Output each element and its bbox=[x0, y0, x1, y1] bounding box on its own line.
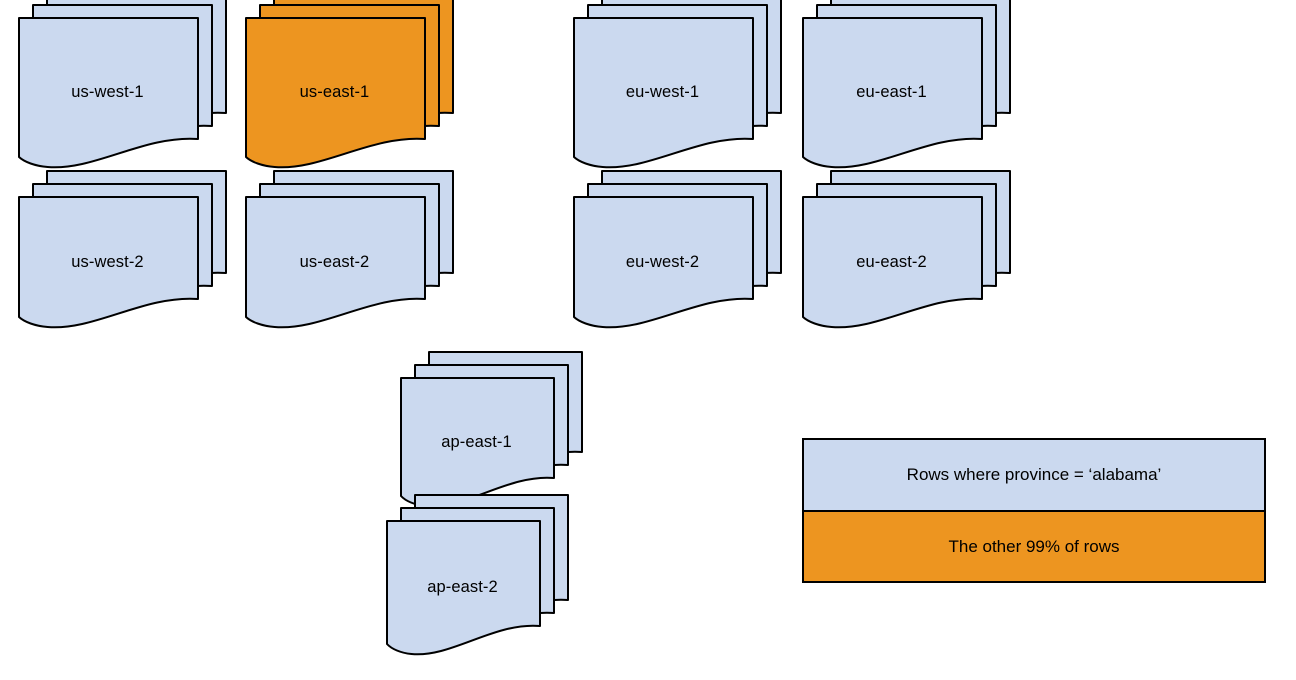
sheet-front bbox=[802, 196, 983, 329]
sheet-front bbox=[245, 196, 426, 329]
legend-row-alabama-rows: Rows where province = ‘alabama’ bbox=[804, 440, 1264, 512]
region-stack-us-west-2[interactable]: us-west-2 bbox=[17, 169, 227, 333]
sheet-front bbox=[802, 17, 983, 169]
region-stack-ap-east-1[interactable]: ap-east-1 bbox=[399, 350, 583, 512]
stack-sheets bbox=[18, 170, 227, 329]
region-stack-us-west-1[interactable]: us-west-1 bbox=[17, 0, 227, 173]
stack-sheets bbox=[386, 494, 569, 656]
stack-sheets bbox=[802, 170, 1011, 329]
stack-sheets bbox=[245, 0, 454, 169]
sheet-front bbox=[573, 17, 754, 169]
legend-label: Rows where province = ‘alabama’ bbox=[906, 465, 1162, 484]
stack-sheets bbox=[573, 170, 782, 329]
stack-sheets bbox=[802, 0, 1011, 169]
stack-sheets bbox=[245, 170, 454, 329]
region-stack-eu-west-2[interactable]: eu-west-2 bbox=[572, 169, 782, 333]
sheet-front bbox=[245, 17, 426, 169]
region-stack-ap-east-2[interactable]: ap-east-2 bbox=[385, 493, 569, 660]
legend-label: The other 99% of rows bbox=[948, 536, 1120, 556]
sheet-front bbox=[18, 196, 199, 329]
legend-row-other-rows: The other 99% of rows bbox=[804, 512, 1264, 581]
sheet-front bbox=[573, 196, 754, 329]
stack-sheets bbox=[18, 0, 227, 169]
region-stack-eu-west-1[interactable]: eu-west-1 bbox=[572, 0, 782, 173]
sheet-front bbox=[386, 520, 541, 656]
stack-sheets bbox=[400, 351, 583, 508]
region-stack-eu-east-1[interactable]: eu-east-1 bbox=[801, 0, 1011, 173]
sheet-front bbox=[18, 17, 199, 169]
region-stack-eu-east-2[interactable]: eu-east-2 bbox=[801, 169, 1011, 333]
legend: Rows where province = ‘alabama’ The other… bbox=[802, 438, 1266, 583]
sheet-front bbox=[400, 377, 555, 508]
region-stack-us-east-1[interactable]: us-east-1 bbox=[244, 0, 454, 173]
region-stack-us-east-2[interactable]: us-east-2 bbox=[244, 169, 454, 333]
stack-sheets bbox=[573, 0, 782, 169]
